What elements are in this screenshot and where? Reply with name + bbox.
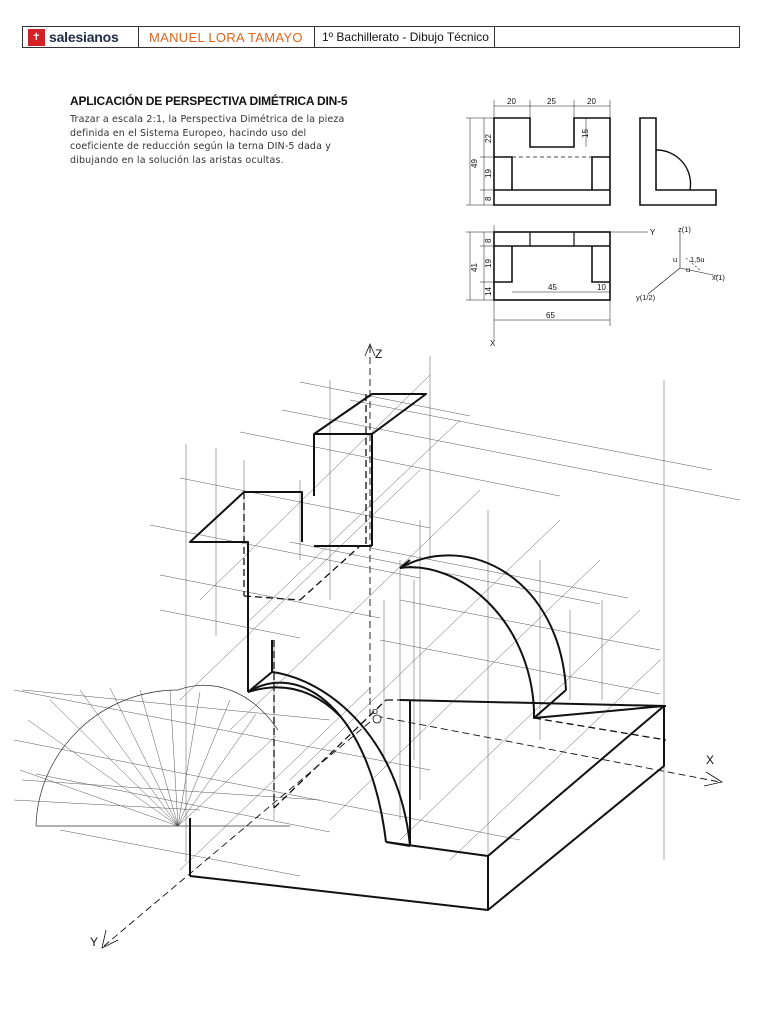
course-name: 1º Bachillerato - Dibujo Técnico bbox=[315, 27, 495, 47]
side-view bbox=[639, 117, 717, 206]
triad-u1: u bbox=[673, 255, 677, 264]
origin-label: O bbox=[372, 707, 378, 716]
dimension-labels: 20 25 20 15 22 19 8 49 8 19 14 41 45 10 … bbox=[470, 97, 656, 348]
construction-lines bbox=[13, 356, 741, 877]
triad-z: z(1) bbox=[678, 225, 691, 234]
dim-total-height: 49 bbox=[470, 159, 479, 168]
plan-axis-x: X bbox=[490, 339, 496, 348]
triad-u2: u bbox=[686, 265, 690, 274]
dim-top-1: 20 bbox=[507, 97, 516, 106]
front-view bbox=[466, 100, 611, 206]
plan-dim-left-2: 19 bbox=[484, 259, 493, 268]
plan-dim-45: 45 bbox=[548, 283, 557, 292]
axis-labels: Z X Y O bbox=[90, 347, 714, 949]
rotated-semicircle bbox=[35, 685, 290, 827]
plan-dim-total: 41 bbox=[470, 263, 479, 272]
dim-notch: 15 bbox=[581, 129, 590, 138]
dim-left-2: 19 bbox=[484, 169, 493, 178]
axis-y-label: Y bbox=[90, 935, 98, 949]
plan-dim-65: 65 bbox=[546, 311, 555, 320]
axis-triad bbox=[647, 232, 719, 295]
hidden-edges bbox=[243, 394, 667, 809]
triad-half: 1,5u bbox=[690, 255, 705, 264]
title-block: ✝ salesianos MANUEL LORA TAMAYO 1º Bachi… bbox=[22, 26, 740, 48]
exercise-statement: Trazar a escala 2:1, la Perspectiva Dimé… bbox=[70, 114, 345, 166]
logo-text: salesianos bbox=[49, 29, 119, 45]
perspective-axes bbox=[101, 342, 724, 949]
plan-dim-left-1: 8 bbox=[484, 238, 493, 243]
base-front-edges bbox=[189, 706, 665, 911]
triad-y: y(1/2) bbox=[636, 293, 656, 302]
school-logo: ✝ salesianos bbox=[23, 27, 139, 47]
plan-view bbox=[466, 225, 648, 340]
triad-labels: z(1) x(1) y(1/2) u u 1,5u bbox=[636, 225, 725, 302]
dimetric-solid bbox=[189, 393, 667, 911]
plan-axis-y: Y bbox=[650, 228, 656, 237]
plan-dim-left-3: 14 bbox=[484, 287, 493, 296]
plan-dim-10: 10 bbox=[597, 283, 606, 292]
axis-z-label: Z bbox=[375, 347, 382, 361]
orthographic-views bbox=[466, 100, 717, 340]
dim-left-1: 22 bbox=[484, 134, 493, 143]
dim-top-2: 25 bbox=[547, 97, 556, 106]
exercise-title: APLICACIÓN DE PERSPECTIVA DIMÉTRICA DIN-… bbox=[70, 94, 348, 108]
logo-icon: ✝ bbox=[28, 28, 45, 46]
triad-x: x(1) bbox=[712, 273, 725, 282]
author-name: MANUEL LORA TAMAYO bbox=[139, 27, 315, 47]
axis-x-label: X bbox=[706, 753, 714, 767]
dim-left-3: 8 bbox=[484, 196, 493, 201]
dim-top-3: 20 bbox=[587, 97, 596, 106]
